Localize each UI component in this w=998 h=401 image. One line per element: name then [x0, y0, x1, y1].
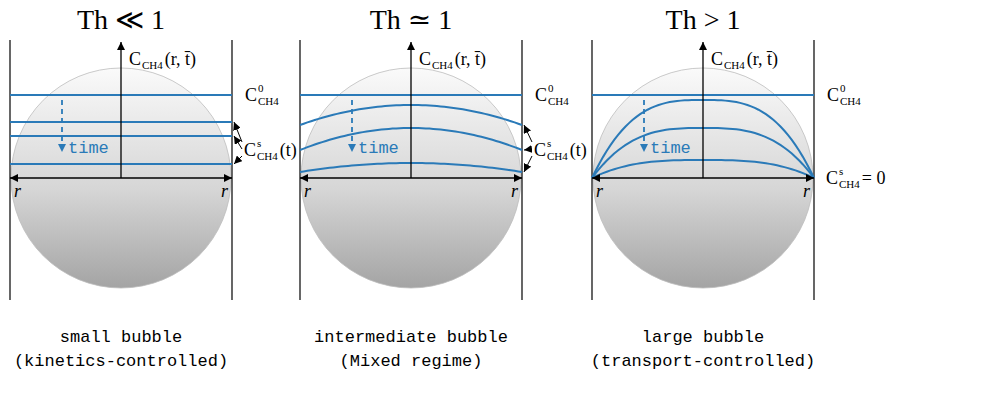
math-script: CH4 — [840, 96, 861, 107]
time-label: time — [68, 140, 109, 157]
leader-arrow — [234, 136, 242, 149]
math-argument: (r, t̄) — [747, 50, 778, 68]
math-script: CH4 — [724, 60, 745, 71]
tube-wall — [231, 40, 232, 300]
concentration-symbol: C — [711, 50, 723, 68]
time-arrow — [61, 100, 63, 152]
radius-axis-label: r — [221, 182, 228, 200]
math-script: CH4 — [432, 60, 453, 71]
concentration-symbol: C — [245, 86, 257, 104]
bubble-panel — [592, 40, 814, 300]
time-arrow — [643, 100, 645, 152]
math-script: s — [257, 138, 261, 149]
radius-axis-label: r — [304, 182, 311, 200]
tube-wall — [813, 40, 814, 300]
math-argument: (t) — [280, 141, 297, 159]
math-script: 0 — [548, 83, 554, 94]
concentration-symbol: C — [129, 50, 141, 68]
math-script: CH4 — [258, 96, 279, 107]
math-script: 0 — [840, 83, 846, 94]
concentration-symbol: C — [535, 86, 547, 104]
regime-caption: large bubble (transport-controlled) — [588, 326, 818, 374]
regime-title: Th ≃ 1 — [370, 6, 453, 34]
tube-wall — [9, 40, 10, 300]
leader-arrow — [524, 149, 532, 150]
math-argument: (r, t̄) — [455, 50, 486, 68]
regime-caption: small bubble (kinetics-controlled) — [6, 326, 236, 374]
time-label: time — [358, 140, 399, 157]
math-script: CH4 — [548, 96, 569, 107]
math-argument: (r, t̄) — [165, 50, 196, 68]
radius-axis-label: r — [14, 182, 21, 200]
tube-wall — [591, 40, 592, 300]
math-script: CH4 — [839, 179, 860, 190]
bubble-panel — [300, 40, 532, 300]
leader-arrow — [524, 156, 532, 172]
tube-wall — [521, 40, 522, 300]
math-argument: = 0 — [862, 169, 886, 187]
bubble-panel — [10, 40, 242, 300]
concentration-axis — [120, 42, 121, 178]
concentration-symbol: C — [244, 141, 256, 159]
leader-arrow — [524, 125, 532, 142]
radius-axis-label: r — [803, 182, 810, 200]
concentration-symbol: C — [826, 169, 838, 187]
math-script: 0 — [258, 83, 264, 94]
concentration-symbol: C — [419, 50, 431, 68]
math-script: s — [839, 166, 843, 177]
concentration-axis — [702, 42, 703, 178]
time-arrow — [351, 100, 353, 152]
math-script: CH4 — [142, 60, 163, 71]
regime-title: Th > 1 — [666, 6, 741, 34]
time-label: time — [650, 140, 691, 157]
tube-wall — [299, 40, 300, 300]
regime-caption: intermediate bubble (Mixed regime) — [296, 326, 526, 374]
leader-arrow — [234, 122, 242, 142]
math-script: s — [547, 138, 551, 149]
math-script: CH4 — [547, 151, 568, 162]
math-script: CH4 — [257, 151, 278, 162]
math-argument: (t) — [570, 141, 587, 159]
concentration-axis — [410, 42, 411, 178]
concentration-symbol: C — [827, 86, 839, 104]
regime-title: Th ≪ 1 — [77, 6, 165, 34]
radius-axis-label: r — [596, 182, 603, 200]
radius-axis-label: r — [511, 182, 518, 200]
leader-arrow — [234, 156, 242, 164]
concentration-symbol: C — [534, 141, 546, 159]
